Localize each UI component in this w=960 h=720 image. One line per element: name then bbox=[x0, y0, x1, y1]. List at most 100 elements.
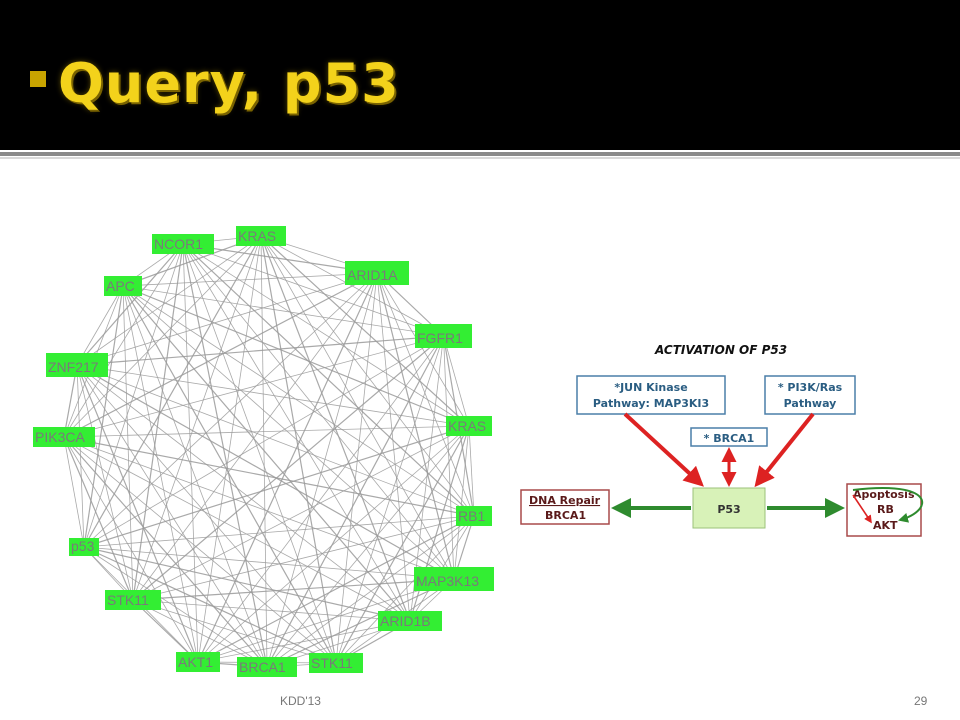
network-edge bbox=[266, 335, 445, 668]
network-node-label: STK11 bbox=[107, 592, 149, 608]
network-node-box bbox=[415, 324, 472, 348]
network-edge bbox=[443, 335, 455, 580]
network-edge bbox=[76, 364, 470, 427]
network-edge bbox=[376, 272, 470, 427]
title-divider-light bbox=[0, 157, 960, 159]
network-node-label: MAP3K13 bbox=[416, 573, 479, 589]
network-edge bbox=[122, 285, 411, 622]
network-edge bbox=[197, 272, 378, 663]
network-edge bbox=[83, 285, 124, 548]
network-edge bbox=[63, 436, 85, 548]
network-edge bbox=[122, 285, 444, 337]
network-edge bbox=[63, 436, 199, 663]
network-edge bbox=[76, 364, 475, 517]
jun-kinase-line2: Pathway: MAP3KI3 bbox=[593, 397, 709, 410]
network-edge bbox=[63, 436, 475, 517]
network-edge bbox=[63, 425, 470, 438]
network-node-label: NCOR1 bbox=[154, 236, 203, 252]
network-edge bbox=[132, 599, 337, 664]
network-edge bbox=[182, 243, 199, 663]
network-node-box bbox=[152, 234, 214, 254]
network-edge bbox=[83, 243, 184, 548]
network-edge bbox=[266, 425, 470, 668]
network-edge bbox=[83, 425, 470, 548]
network-edge bbox=[132, 578, 455, 601]
network-edge bbox=[76, 235, 262, 366]
network-node: BRCA1 bbox=[237, 657, 297, 677]
network-node-box bbox=[236, 226, 286, 246]
network-node: RB1 bbox=[456, 506, 492, 526]
network-edge bbox=[468, 425, 475, 517]
network-node-label: KRAS bbox=[448, 418, 486, 434]
network-node-box bbox=[33, 427, 95, 447]
network-edge bbox=[132, 515, 475, 601]
slide-title: Query, p53 bbox=[58, 52, 400, 115]
network-node-label: ZNF217 bbox=[48, 359, 99, 375]
network-edge bbox=[83, 546, 411, 622]
network-edge bbox=[83, 335, 444, 548]
gene-network-diagram: KRASNCOR1ARID1AAPCFGFR1ZNF217KRASPIK3CAR… bbox=[33, 226, 494, 677]
jun-kinase-line1: *JUN Kinase bbox=[614, 381, 687, 394]
network-node-box bbox=[378, 611, 442, 631]
apoptosis-curved-arrow bbox=[852, 487, 924, 523]
p53-box-label: P53 bbox=[717, 503, 740, 516]
dna-repair-box: DNA Repair BRCA1 bbox=[520, 489, 610, 525]
network-node-label: RB1 bbox=[458, 508, 485, 524]
network-node-box bbox=[105, 590, 161, 610]
network-edge bbox=[266, 272, 378, 668]
pi3k-ras-line1: * PI3K/Ras bbox=[778, 381, 843, 394]
apoptosis-line2: RB bbox=[877, 503, 894, 516]
network-edge bbox=[182, 243, 470, 427]
network-node: p53 bbox=[69, 538, 99, 556]
network-node: NCOR1 bbox=[152, 234, 214, 254]
jun-kinase-box: *JUN Kinase Pathway: MAP3KI3 bbox=[576, 375, 726, 415]
network-edge bbox=[266, 578, 455, 668]
network-edge bbox=[122, 285, 199, 663]
network-node-box bbox=[456, 506, 492, 526]
network-node-box bbox=[237, 657, 297, 677]
network-edge bbox=[63, 243, 184, 438]
network-edge bbox=[443, 335, 470, 427]
network-edge bbox=[182, 243, 337, 664]
brca1-activator-box: * BRCA1 bbox=[690, 427, 768, 447]
network-edge bbox=[197, 515, 475, 663]
network-edge bbox=[63, 436, 134, 601]
network-edge bbox=[76, 335, 444, 366]
network-node-label: APC bbox=[106, 278, 135, 294]
network-node-box bbox=[414, 567, 494, 591]
network-edge bbox=[83, 546, 455, 580]
network-edge bbox=[260, 235, 475, 517]
network-edge bbox=[122, 272, 378, 287]
network-node-box bbox=[176, 652, 220, 672]
apoptosis-line1: Apoptosis bbox=[853, 488, 915, 501]
network-edge bbox=[63, 436, 268, 668]
network-node-box bbox=[446, 416, 492, 436]
network-edge bbox=[122, 285, 475, 517]
network-edge bbox=[76, 364, 455, 580]
title-bullet-icon bbox=[30, 71, 46, 87]
apoptosis-red-arrow bbox=[852, 494, 872, 524]
network-edge bbox=[376, 272, 475, 517]
network-edge bbox=[76, 285, 124, 366]
title-bar bbox=[0, 0, 960, 150]
network-node: KRAS bbox=[446, 416, 492, 436]
network-edge bbox=[63, 436, 337, 664]
network-edge bbox=[76, 364, 268, 668]
dna-repair-line1: DNA Repair bbox=[529, 494, 601, 507]
network-edge bbox=[376, 272, 411, 622]
network-nodes: KRASNCOR1ARID1AAPCFGFR1ZNF217KRASPIK3CAR… bbox=[33, 226, 494, 677]
network-node-label: BRCA1 bbox=[239, 659, 286, 675]
brca1-activator-label: * BRCA1 bbox=[704, 432, 755, 445]
network-node-box bbox=[46, 353, 108, 377]
p53-box: P53 bbox=[692, 487, 766, 529]
jun-to-p53-arrow bbox=[623, 412, 704, 487]
network-node: ZNF217 bbox=[46, 353, 108, 377]
network-edge bbox=[182, 243, 455, 580]
network-node: ARID1A bbox=[345, 261, 409, 285]
network-node-box bbox=[69, 538, 99, 556]
apoptosis-box: Apoptosis RB AKT bbox=[846, 483, 924, 537]
footer-venue: KDD'13 bbox=[280, 694, 321, 708]
network-node-label: AKT1 bbox=[178, 654, 213, 670]
network-edge bbox=[376, 272, 455, 580]
network-edge bbox=[197, 620, 411, 663]
